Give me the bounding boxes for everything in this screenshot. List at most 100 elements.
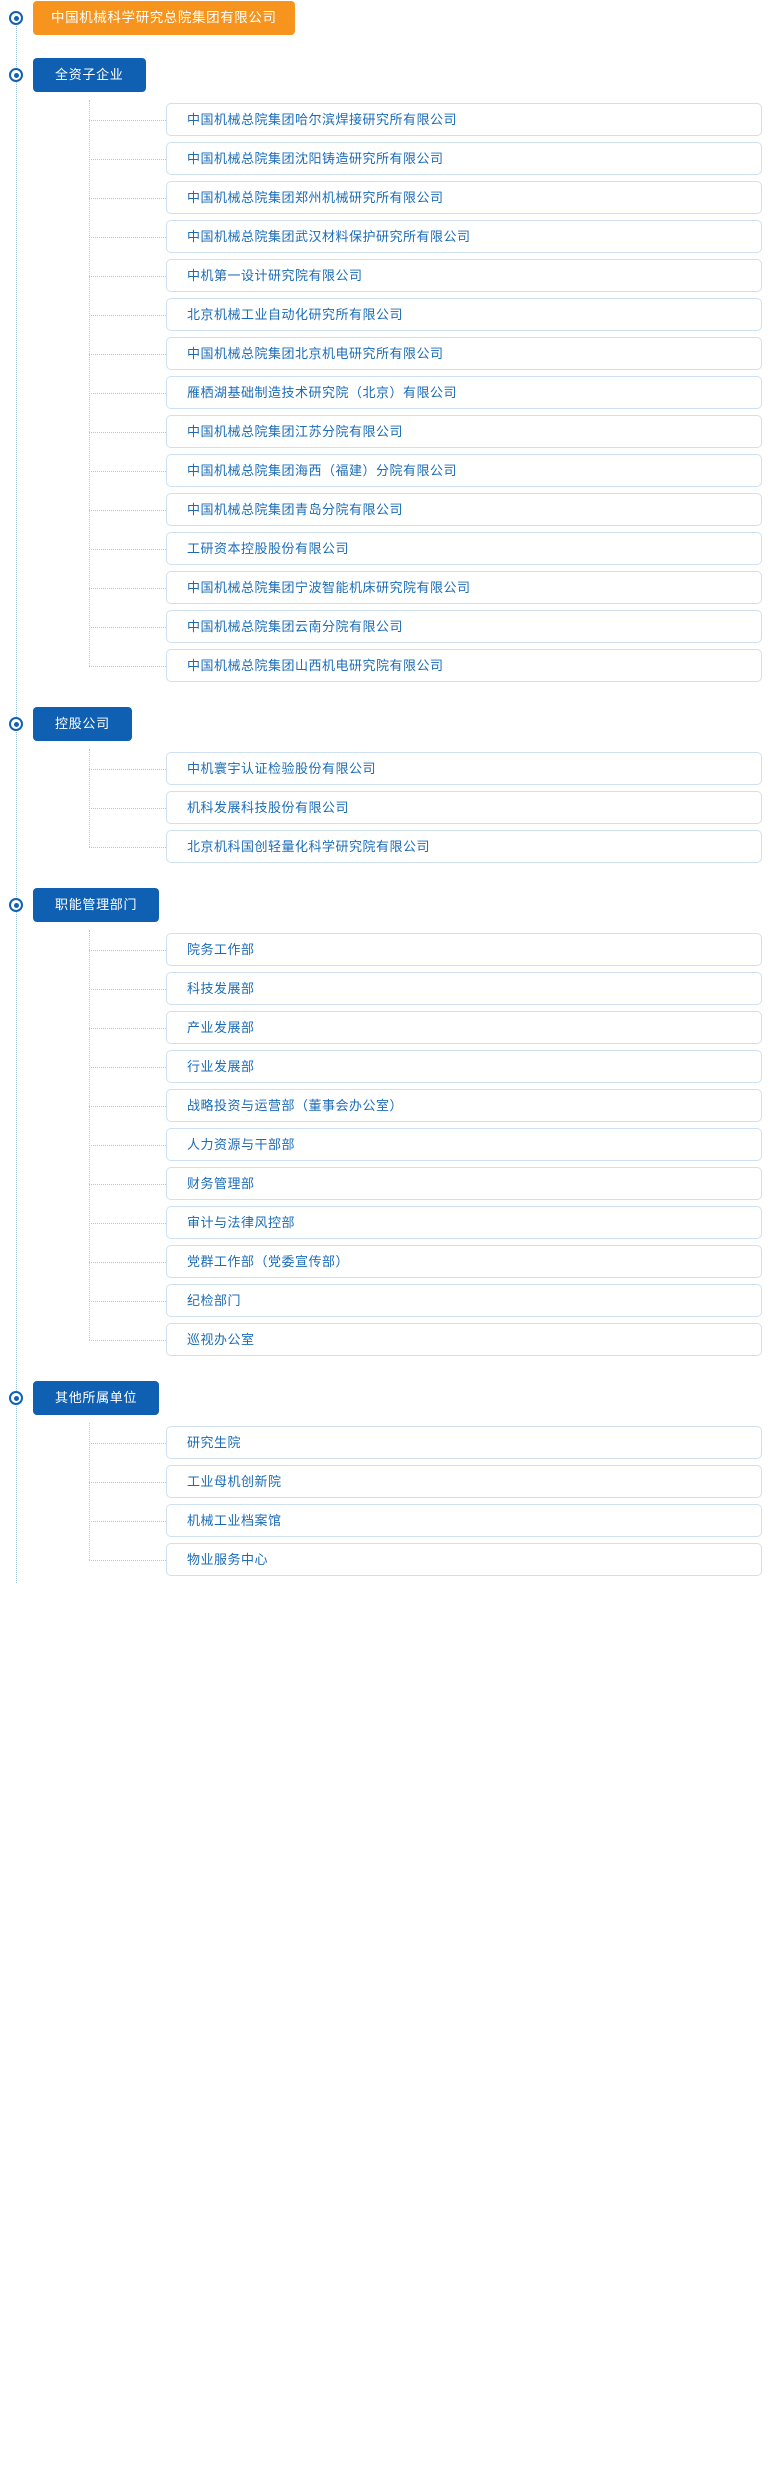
group-header-row: 职能管理部门 — [0, 888, 779, 922]
org-item-row: 巡视办公室 — [0, 1320, 779, 1359]
org-item-box[interactable]: 中机第一设计研究院有限公司 — [166, 259, 762, 292]
item-connector — [89, 275, 166, 277]
item-connector — [89, 1027, 166, 1029]
org-item-row: 工研资本控股股份有限公司 — [0, 529, 779, 568]
group-node-dot-icon — [9, 68, 23, 82]
org-item-label: 纪检部门 — [187, 1292, 242, 1308]
org-item-row: 北京机械工业自动化研究所有限公司 — [0, 295, 779, 334]
item-connector — [89, 665, 166, 667]
group-items-list: 中机寰宇认证检验股份有限公司 机科发展科技股份有限公司 北京机科国创轻量化科学研… — [0, 749, 779, 866]
org-item-row: 产业发展部 — [0, 1008, 779, 1047]
org-item-box[interactable]: 机科发展科技股份有限公司 — [166, 791, 762, 824]
item-connector — [89, 807, 166, 809]
group-items-list: 院务工作部 科技发展部 产业发展部 行业发展部 战略投资与运营部（董事会办公室）… — [0, 930, 779, 1359]
item-connector — [89, 509, 166, 511]
org-item-box[interactable]: 工研资本控股股份有限公司 — [166, 532, 762, 565]
org-item-label: 物业服务中心 — [187, 1551, 269, 1567]
org-item-label: 科技发展部 — [187, 980, 255, 996]
org-item-box[interactable]: 中国机械总院集团沈阳铸造研究所有限公司 — [166, 142, 762, 175]
org-item-box[interactable]: 党群工作部（党委宣传部） — [166, 1245, 762, 1278]
org-item-box[interactable]: 中国机械总院集团武汉材料保护研究所有限公司 — [166, 220, 762, 253]
org-item-box[interactable]: 物业服务中心 — [166, 1543, 762, 1576]
org-item-row: 研究生院 — [0, 1423, 779, 1462]
org-item-box[interactable]: 中国机械总院集团郑州机械研究所有限公司 — [166, 181, 762, 214]
item-connector — [89, 1442, 166, 1444]
group-header-row: 控股公司 — [0, 707, 779, 741]
item-connector — [89, 1481, 166, 1483]
org-item-row: 中机第一设计研究院有限公司 — [0, 256, 779, 295]
item-connector — [89, 1300, 166, 1302]
org-item-row: 科技发展部 — [0, 969, 779, 1008]
org-item-row: 中国机械总院集团沈阳铸造研究所有限公司 — [0, 139, 779, 178]
org-item-box[interactable]: 纪检部门 — [166, 1284, 762, 1317]
item-connector — [89, 314, 166, 316]
org-item-box[interactable]: 中国机械总院集团云南分院有限公司 — [166, 610, 762, 643]
org-item-row: 人力资源与干部部 — [0, 1125, 779, 1164]
org-item-row: 纪检部门 — [0, 1281, 779, 1320]
org-chart: 中国机械科学研究总院集团有限公司 全资子企业 中国机械总院集团哈尔滨焊接研究所有… — [0, 0, 779, 1583]
org-item-label: 工研资本控股股份有限公司 — [187, 540, 350, 556]
group-node-dot-icon — [9, 1391, 23, 1405]
org-item-label: 北京机科国创轻量化科学研究院有限公司 — [187, 838, 431, 854]
org-item-row: 中国机械总院集团云南分院有限公司 — [0, 607, 779, 646]
org-item-box[interactable]: 北京机科国创轻量化科学研究院有限公司 — [166, 830, 762, 863]
org-item-row: 中国机械总院集团郑州机械研究所有限公司 — [0, 178, 779, 217]
org-item-row: 中机寰宇认证检验股份有限公司 — [0, 749, 779, 788]
org-item-box[interactable]: 中国机械总院集团北京机电研究所有限公司 — [166, 337, 762, 370]
org-item-box[interactable]: 中国机械总院集团青岛分院有限公司 — [166, 493, 762, 526]
org-item-box[interactable]: 雁栖湖基础制造技术研究院（北京）有限公司 — [166, 376, 762, 409]
org-item-row: 党群工作部（党委宣传部） — [0, 1242, 779, 1281]
org-item-box[interactable]: 行业发展部 — [166, 1050, 762, 1083]
org-item-box[interactable]: 中国机械总院集团江苏分院有限公司 — [166, 415, 762, 448]
org-item-box[interactable]: 工业母机创新院 — [166, 1465, 762, 1498]
org-item-box[interactable]: 战略投资与运营部（董事会办公室） — [166, 1089, 762, 1122]
org-item-row: 中国机械总院集团海西（福建）分院有限公司 — [0, 451, 779, 490]
branch-connector — [89, 930, 90, 1340]
org-item-box[interactable]: 中国机械总院集团哈尔滨焊接研究所有限公司 — [166, 103, 762, 136]
org-item-label: 工业母机创新院 — [187, 1473, 282, 1489]
item-connector — [89, 1222, 166, 1224]
org-item-label: 审计与法律风控部 — [187, 1214, 296, 1230]
group-title[interactable]: 其他所属单位 — [33, 1381, 160, 1415]
root-company-title[interactable]: 中国机械科学研究总院集团有限公司 — [33, 0, 295, 36]
item-connector — [89, 470, 166, 472]
org-item-label: 雁栖湖基础制造技术研究院（北京）有限公司 — [187, 384, 458, 400]
org-item-label: 中国机械总院集团武汉材料保护研究所有限公司 — [187, 228, 471, 244]
org-item-label: 中国机械总院集团青岛分院有限公司 — [187, 501, 404, 517]
org-item-label: 机械工业档案馆 — [187, 1512, 282, 1528]
org-item-row: 雁栖湖基础制造技术研究院（北京）有限公司 — [0, 373, 779, 412]
item-connector — [89, 949, 166, 951]
org-item-box[interactable]: 财务管理部 — [166, 1167, 762, 1200]
org-item-box[interactable]: 机械工业档案馆 — [166, 1504, 762, 1537]
group-title[interactable]: 全资子企业 — [33, 58, 146, 92]
item-connector — [89, 1105, 166, 1107]
item-connector — [89, 1559, 166, 1561]
org-item-row: 审计与法律风控部 — [0, 1203, 779, 1242]
org-item-row: 北京机科国创轻量化科学研究院有限公司 — [0, 827, 779, 866]
item-connector — [89, 548, 166, 550]
org-item-row: 中国机械总院集团宁波智能机床研究院有限公司 — [0, 568, 779, 607]
org-item-label: 行业发展部 — [187, 1058, 255, 1074]
org-item-box[interactable]: 中国机械总院集团宁波智能机床研究院有限公司 — [166, 571, 762, 604]
item-connector — [89, 158, 166, 160]
item-connector — [89, 119, 166, 121]
org-item-box[interactable]: 中国机械总院集团海西（福建）分院有限公司 — [166, 454, 762, 487]
org-item-box[interactable]: 院务工作部 — [166, 933, 762, 966]
item-connector — [89, 988, 166, 990]
org-group-4: 其他所属单位 研究生院 工业母机创新院 机械工业档案馆 物业服务中心 — [0, 1381, 779, 1579]
org-item-box[interactable]: 审计与法律风控部 — [166, 1206, 762, 1239]
org-item-box[interactable]: 研究生院 — [166, 1426, 762, 1459]
org-item-box[interactable]: 中机寰宇认证检验股份有限公司 — [166, 752, 762, 785]
org-item-box[interactable]: 人力资源与干部部 — [166, 1128, 762, 1161]
org-item-box[interactable]: 中国机械总院集团山西机电研究院有限公司 — [166, 649, 762, 682]
org-item-box[interactable]: 北京机械工业自动化研究所有限公司 — [166, 298, 762, 331]
org-item-box[interactable]: 产业发展部 — [166, 1011, 762, 1044]
org-item-box[interactable]: 巡视办公室 — [166, 1323, 762, 1356]
org-item-box[interactable]: 科技发展部 — [166, 972, 762, 1005]
main-spine-connector — [16, 26, 17, 1583]
group-title[interactable]: 控股公司 — [33, 707, 132, 741]
org-item-label: 北京机械工业自动化研究所有限公司 — [187, 306, 404, 322]
group-title[interactable]: 职能管理部门 — [33, 888, 160, 922]
org-item-label: 研究生院 — [187, 1434, 242, 1450]
groups-container: 全资子企业 中国机械总院集团哈尔滨焊接研究所有限公司 中国机械总院集团沈阳铸造研… — [0, 58, 779, 1579]
